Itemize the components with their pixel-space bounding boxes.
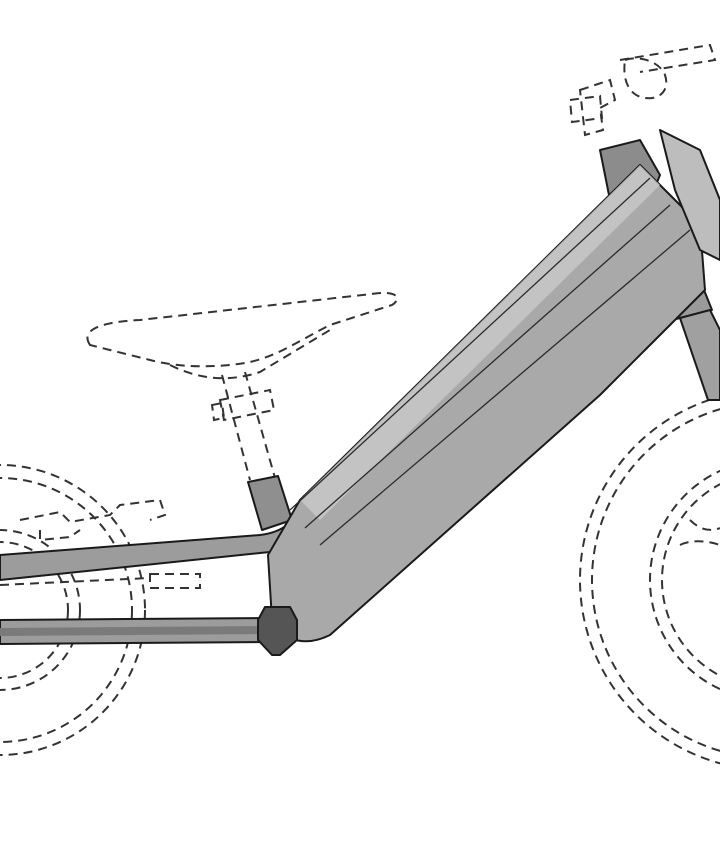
rear-axle-line [0, 577, 151, 586]
chainstay-stripe [0, 626, 270, 636]
bottom-bracket-cap [257, 606, 298, 656]
battery-line [289, 177, 651, 511]
seat-clamp-bolt [210, 401, 226, 422]
front-spoke-a [689, 519, 720, 531]
seatpost-right [244, 371, 276, 479]
front-spoke-b [679, 540, 720, 546]
saddle-rail [169, 329, 331, 380]
battery-highlight [300, 165, 660, 520]
handlebar [619, 43, 717, 73]
rear-wheel-dashed [0, 464, 146, 756]
rear-wheel-ring [0, 477, 133, 743]
grip [623, 57, 668, 100]
front-wheel-ring [649, 469, 720, 691]
front-wheel-dashed [579, 395, 720, 765]
axle-nut [149, 573, 201, 589]
saddle [86, 291, 398, 368]
fork-leg [679, 309, 720, 401]
battery-line [319, 229, 691, 546]
front-wheel-ring [661, 483, 720, 677]
seatpost-left [221, 374, 251, 481]
frame-solid [0, 129, 720, 656]
front-wheel-ring [591, 408, 720, 752]
battery-edge-lines [289, 177, 691, 546]
stem-clamp [568, 94, 604, 124]
rear-dropout [19, 498, 167, 542]
rear-wheel-ring [0, 529, 81, 691]
stem [578, 78, 617, 137]
rear-wheel-ring [0, 541, 69, 679]
display-unit [659, 129, 720, 261]
seat-tube [247, 475, 293, 531]
rear-wheel-ring [0, 464, 146, 756]
dashed-components [0, 43, 720, 589]
battery-line [304, 204, 671, 529]
seat-clamp [218, 388, 276, 422]
